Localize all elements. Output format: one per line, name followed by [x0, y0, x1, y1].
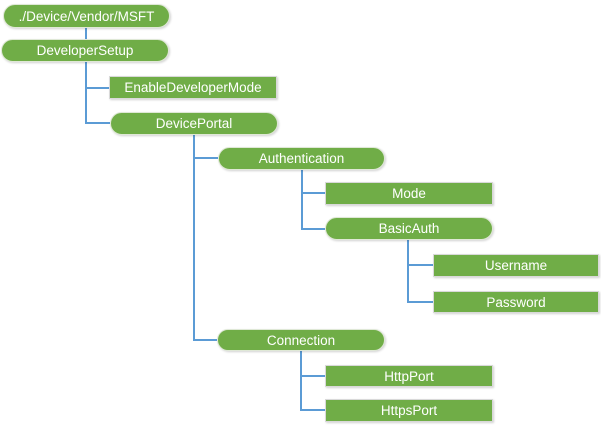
node-developersetup: DeveloperSetup [1, 39, 169, 62]
connector-to-httpport [300, 375, 325, 377]
node-httpsport: HttpsPort [325, 399, 493, 422]
node-mode: Mode [325, 182, 493, 205]
connector-to-password [407, 301, 433, 303]
node-enabledevelopermode: EnableDeveloperMode [109, 76, 277, 99]
connector-authentication-trunk [301, 170, 303, 230]
connector-to-username [407, 264, 433, 266]
connector-to-basicauth [301, 228, 325, 230]
connector-to-httpsport [300, 409, 325, 411]
node-password: Password [433, 291, 599, 313]
node-deviceportal: DevicePortal [110, 112, 278, 135]
node-connection: Connection [217, 329, 385, 351]
node-root: ./Device/Vendor/MSFT [3, 4, 170, 28]
node-authentication: Authentication [218, 147, 385, 170]
connector-to-connection [193, 339, 217, 341]
node-httpport: HttpPort [325, 365, 493, 387]
connector-basicauth-trunk [407, 240, 409, 303]
connector-developersetup-trunk [85, 62, 87, 124]
connector-to-enabledevelopermode [85, 87, 109, 89]
node-username: Username [433, 254, 599, 277]
connector-to-authentication [193, 157, 218, 159]
connector-root-developersetup [85, 28, 87, 39]
connector-connection-trunk [300, 351, 302, 411]
node-basicauth: BasicAuth [325, 217, 493, 240]
connector-to-deviceportal [85, 122, 110, 124]
connector-to-mode [301, 192, 325, 194]
connector-deviceportal-trunk [193, 135, 195, 341]
